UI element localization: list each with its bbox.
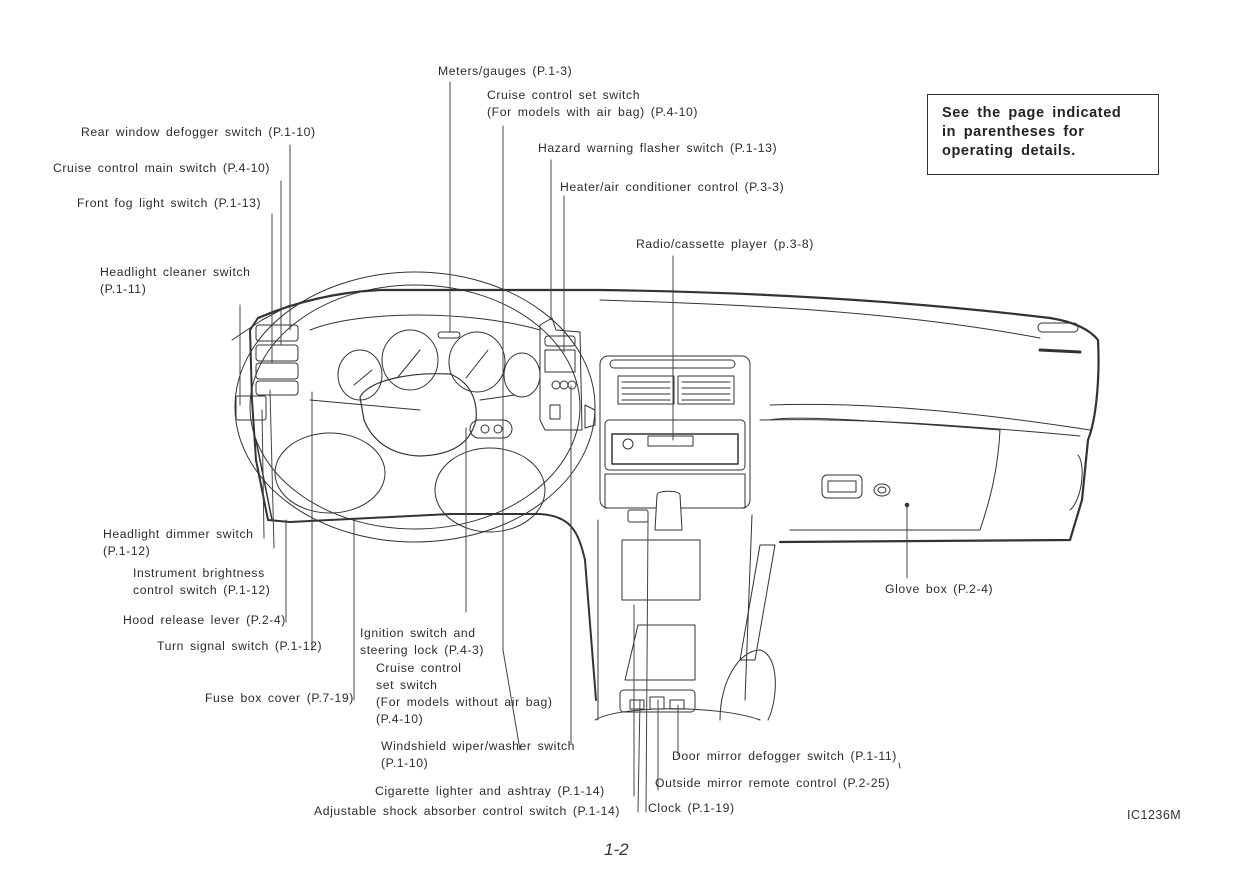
label-heater: Heater/air conditioner control (P.3-3) [560, 180, 785, 194]
label-cigarette: Cigarette lighter and ashtray (P.1-14) [375, 784, 605, 798]
label-line: (P.4-10) [376, 712, 424, 726]
label-headlight-cleaner: Headlight cleaner switch (P.1-11) [100, 264, 251, 298]
label-line: Headlight dimmer switch [103, 527, 254, 541]
note-line: in parentheses for [942, 124, 1085, 140]
label-line: Cruise control [376, 661, 462, 675]
label-cruise-set-noairbag: Cruise control set switch (For models wi… [376, 660, 553, 728]
note-box: See the page indicated in parentheses fo… [927, 94, 1159, 175]
glove-box [769, 322, 1083, 531]
label-mirror-remote: Outside mirror remote control (P.2-25) [655, 776, 891, 790]
label-clock: Clock (P.1-19) [648, 801, 735, 815]
label-radio: Radio/cassette player (p.3-8) [636, 237, 814, 251]
label-line: Cruise control set switch [487, 88, 641, 102]
label-line: (For models without air bag) [376, 695, 553, 709]
note-line: See the page indicated [942, 105, 1122, 121]
label-rear-defogger: Rear window defogger switch (P.1-10) [81, 125, 316, 139]
label-brightness: Instrument brightness control switch (P.… [133, 565, 270, 599]
label-line: (For models with air bag) (P.4-10) [487, 105, 699, 119]
label-line: Windshield wiper/washer switch [381, 739, 576, 753]
label-line: set switch [376, 678, 438, 692]
label-fuse: Fuse box cover (P.7-19) [205, 691, 354, 705]
instrument-gauges [309, 314, 541, 401]
note-line: operating details. [942, 143, 1076, 159]
leader-lines [239, 81, 908, 813]
label-fog: Front fog light switch (P.1-13) [77, 196, 262, 210]
center-console [594, 355, 761, 721]
label-ignition: Ignition switch and steering lock (P.4-3… [360, 625, 484, 659]
label-line: steering lock (P.4-3) [360, 643, 485, 657]
heater-control-panel [539, 317, 596, 431]
label-line: (P.1-10) [381, 756, 429, 770]
label-cruise-main: Cruise control main switch (P.4-10) [53, 161, 271, 175]
label-meters: Meters/gauges (P.1-3) [438, 64, 573, 78]
page-number: 1-2 [604, 840, 629, 859]
label-wiper: Windshield wiper/washer switch (P.1-10) [381, 738, 575, 772]
label-line: Ignition switch and [360, 626, 476, 640]
label-shock-absorber: Adjustable shock absorber control switch… [314, 804, 621, 818]
label-mirror-defogger: Door mirror defogger switch (P.1-11) [672, 749, 897, 763]
label-line: Headlight cleaner switch [100, 265, 251, 279]
label-hood: Hood release lever (P.2-4) [123, 613, 286, 627]
label-line: Instrument brightness [133, 566, 265, 580]
label-dimmer: Headlight dimmer switch (P.1-12) [103, 526, 254, 560]
label-line: (P.1-11) [100, 282, 147, 296]
parking-brake [719, 544, 776, 721]
steering-wheel [234, 271, 596, 543]
label-turn-signal: Turn signal switch (P.1-12) [157, 639, 323, 653]
label-glove-box: Glove box (P.2-4) [885, 582, 994, 596]
label-hazard: Hazard warning flasher switch (P.1-13) [538, 141, 778, 155]
figure-id: IC1236M [1127, 808, 1182, 822]
left-switch-cluster [235, 324, 299, 521]
label-cruise-set-airbag: Cruise control set switch (For models wi… [487, 87, 698, 121]
label-line: control switch (P.1-12) [133, 583, 271, 597]
label-line: (P.1-12) [103, 544, 151, 558]
